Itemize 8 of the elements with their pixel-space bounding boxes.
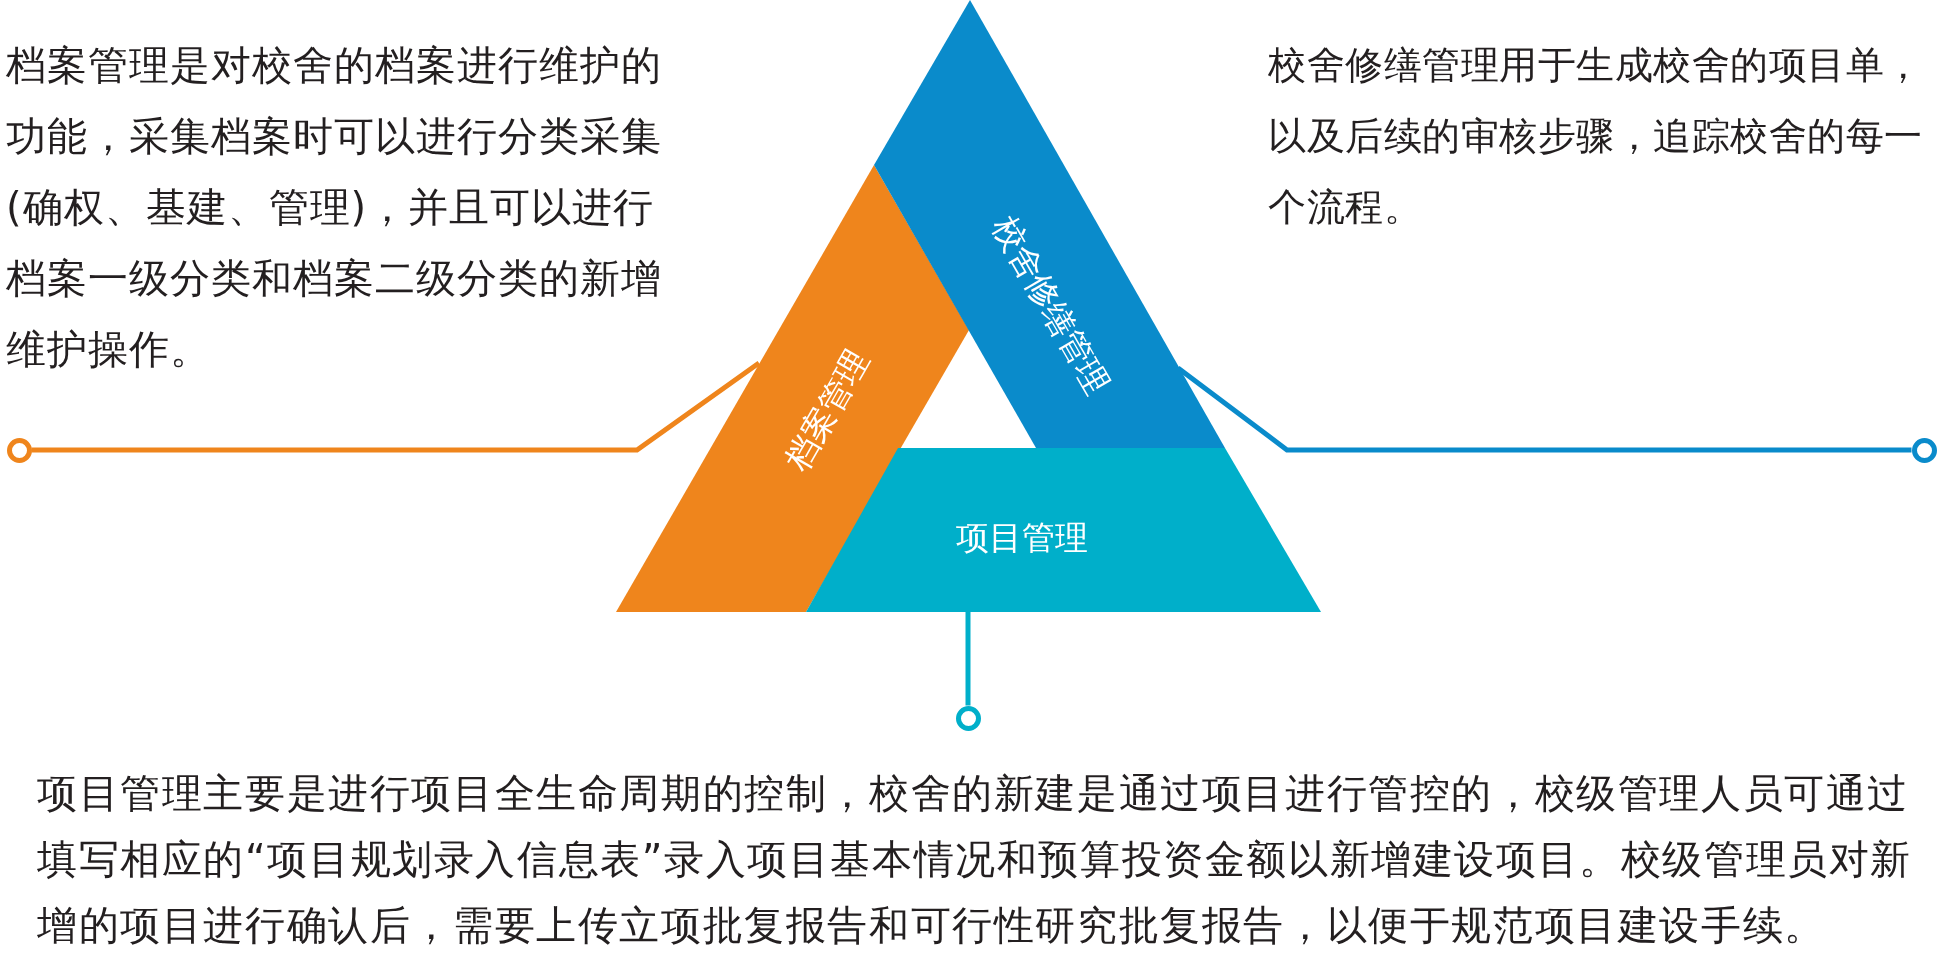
leader-line	[31, 360, 761, 453]
description-text: 校舍修缮管理用于生成校舍的项目单，以及后续的审核步骤，追踪校舍的每一个流程。	[1268, 42, 1924, 231]
description-text: 档案管理是对校舍的档案进行维护的功能，采集档案时可以进行分类采集(确权、基建、管理)，并且可以进行档案一级分类和档案二级分类的新增维护操作。	[6, 41, 663, 374]
leader-line	[965, 612, 971, 706]
segment-label: 档案管理	[779, 344, 875, 476]
description-text: 项目管理主要是进行项目全生命周期的控制，校舍的新建是通过项目进行管控的，校级管理人员可通过填写相应的“项目规划录入信息表”录入项目基本情况和预算投资金额以新增建设项目。校级管理员对新增的项目进行确认后，需要上传立项批复报告和可行性研究批复报告，以便于规范项目建设手续。	[37, 769, 1914, 950]
segment-label: 校舍修缮管理	[987, 211, 1115, 399]
segment-label: 项目管理	[956, 520, 1088, 554]
